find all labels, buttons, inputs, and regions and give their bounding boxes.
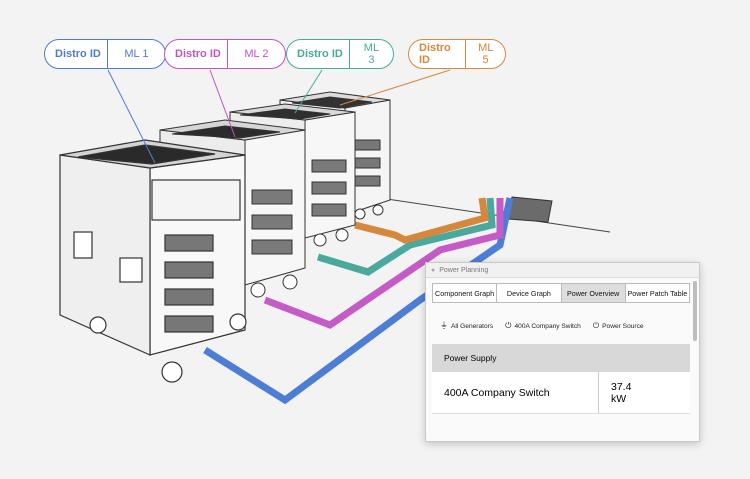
distro-key: Distro ID: [45, 40, 108, 68]
tab-power-overview[interactable]: Power Overview: [561, 284, 626, 302]
power-planning-window: ● Power Planning Component Graph Device …: [425, 262, 700, 442]
filter-all-generators[interactable]: ⏚All Generators: [440, 320, 493, 331]
tab-power-patch-table[interactable]: Power Patch Table: [627, 288, 688, 298]
distro-label-ml5: Distro ID ML 5: [408, 39, 506, 69]
filter-label: 400A Company Switch: [514, 322, 581, 330]
filter-label: All Generators: [451, 323, 494, 330]
row-value: 37.4 kW: [599, 372, 690, 413]
distro-label-ml3: Distro ID ML 3: [286, 39, 394, 69]
distro-key: Distro ID: [409, 40, 467, 68]
row-name: 400A Company Switch: [432, 372, 599, 413]
distro-label-ml2: Distro ID ML 2: [164, 39, 286, 69]
section-header: Power Supply: [432, 344, 690, 372]
filter-power-source[interactable]: ⏻Power Source: [593, 321, 644, 331]
distro-value: ML 2: [244, 48, 269, 60]
distro-label-ml1: Distro ID ML 1: [44, 39, 166, 69]
row-value-unit: kW: [611, 392, 627, 405]
row-value-number: 37.4: [611, 380, 632, 393]
power-icon: ⏻: [592, 320, 600, 330]
plug-icon: ⏚: [440, 321, 448, 330]
tab-component-graph[interactable]: Component Graph: [433, 284, 498, 302]
scrollbar[interactable]: [693, 281, 697, 341]
window-titlebar: ● Power Planning: [426, 263, 699, 278]
tab-bar: Component Graph Device Graph Power Overv…: [432, 283, 690, 303]
distro-key: Distro ID: [287, 40, 350, 68]
window-title: Power Planning: [439, 266, 489, 274]
distro-value: ML 3: [363, 42, 380, 66]
filter-400a-company-switch[interactable]: ⏻400A Company Switch: [505, 321, 581, 331]
distro-key: Distro ID: [165, 40, 228, 68]
filter-label: Power Source: [602, 322, 644, 330]
close-icon[interactable]: ●: [431, 266, 436, 274]
power-icon: ⏻: [505, 320, 512, 330]
filter-bar: ⏚All Generators ⏻400A Company Switch ⏻Po…: [440, 320, 644, 331]
tab-device-graph[interactable]: Device Graph: [497, 284, 562, 302]
distro-value: ML 5: [478, 42, 494, 66]
distro-value: ML 1: [124, 48, 149, 60]
table-row[interactable]: 400A Company Switch 37.4 kW: [432, 372, 690, 414]
